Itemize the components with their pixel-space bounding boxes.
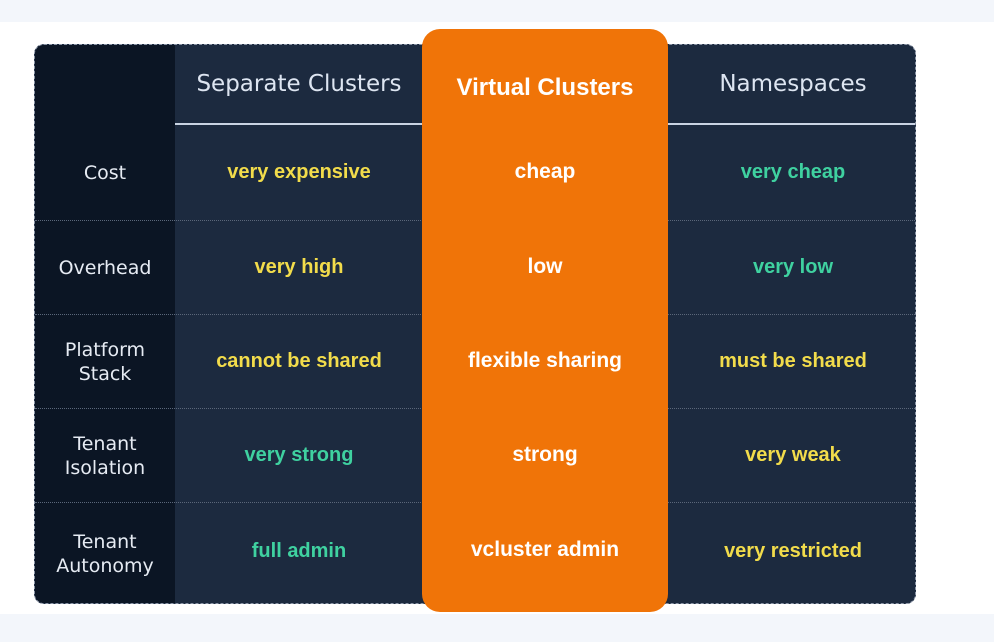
virtual-clusters-tenant-isolation: strong: [512, 442, 578, 466]
bottom-background-band: [0, 614, 994, 642]
row-label-tenant-autonomy: Tenant Autonomy: [56, 531, 154, 577]
separate-clusters-tenant-autonomy: full admin: [251, 539, 347, 562]
column-header-virtual-clusters: Virtual Clusters: [456, 74, 634, 101]
virtual-clusters-tenant-autonomy: vcluster admin: [470, 538, 620, 561]
row-label-platform-stack: Platform Stack: [64, 338, 146, 385]
row-label-column: [35, 45, 175, 603]
namespaces-cost: very cheap: [740, 161, 846, 183]
namespaces-tenant-isolation: very weak: [745, 444, 841, 466]
separate-clusters-cost: very expensive: [227, 161, 371, 183]
top-background-band: [0, 0, 994, 22]
row-label-cost: Cost: [83, 161, 127, 184]
virtual-clusters-cost: cheap: [514, 159, 576, 183]
virtual-clusters-platform-stack: flexible sharing: [467, 348, 623, 372]
namespaces-tenant-autonomy: very restricted: [724, 539, 862, 562]
separate-clusters-platform-stack: cannot be shared: [216, 350, 382, 372]
separate-clusters-overhead: very high: [254, 256, 344, 278]
virtual-clusters-overhead: low: [527, 254, 563, 278]
separate-clusters-tenant-isolation: very strong: [244, 444, 354, 466]
column-header-separate-clusters: Separate Clusters: [196, 71, 402, 97]
virtual-clusters-highlight-column: Virtual Clusters cheap low flexible shar…: [422, 29, 668, 612]
column-header-namespaces: Namespaces: [719, 71, 867, 97]
row-label-overhead: Overhead: [58, 256, 152, 279]
row-label-tenant-isolation: Tenant Isolation: [64, 432, 146, 479]
namespaces-platform-stack: must be shared: [719, 350, 867, 372]
namespaces-overhead: very low: [752, 256, 834, 278]
